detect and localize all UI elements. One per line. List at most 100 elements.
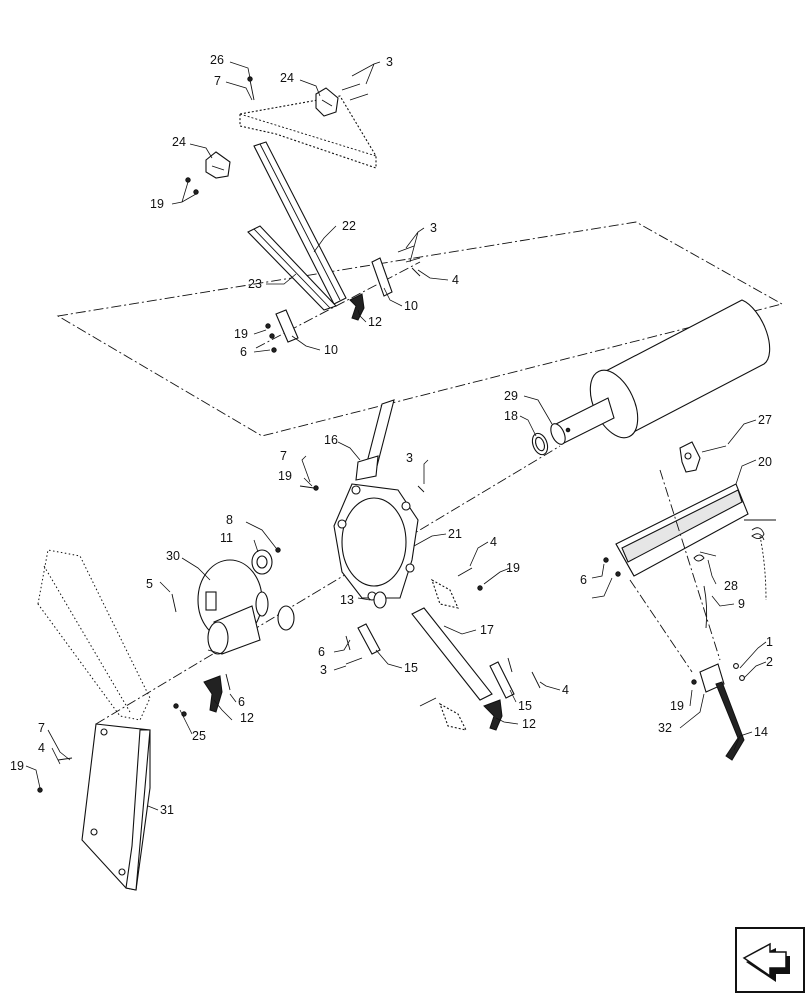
drive-chain	[37, 549, 151, 721]
leader-lines	[25, 61, 767, 811]
bolt-26	[247, 76, 255, 101]
callout: 11	[220, 531, 233, 545]
callout: 16	[324, 433, 338, 447]
callout: 29	[504, 389, 518, 403]
spacer-stack-mid	[431, 578, 459, 609]
gear-hub-small	[277, 605, 295, 631]
callout: 19	[234, 327, 248, 341]
nuts-upper-left	[265, 323, 277, 353]
plate-15-right	[489, 661, 515, 699]
callout: 3	[386, 55, 393, 69]
roller-drum	[589, 299, 771, 439]
callout: 21	[448, 527, 462, 541]
callout: 4	[38, 741, 45, 755]
callout: 31	[160, 803, 174, 817]
bolt-8	[275, 547, 281, 553]
callout: 6	[240, 345, 247, 359]
callout: 13	[340, 593, 354, 607]
ring-18	[531, 432, 549, 456]
hub-30	[197, 559, 269, 655]
roller-shaft	[550, 397, 615, 445]
spring-right	[744, 519, 776, 601]
callout: 18	[504, 409, 518, 423]
callout: 26	[210, 53, 224, 67]
callout: 23	[248, 277, 262, 291]
bolts-upper-right	[397, 245, 421, 277]
callout: 10	[404, 299, 418, 313]
callout: 20	[758, 455, 772, 469]
scraper-20	[615, 483, 749, 577]
flange-21	[333, 483, 419, 601]
callout: 7	[280, 449, 287, 463]
callout: 19	[670, 699, 684, 713]
bolt-3-mid	[417, 485, 425, 493]
spacer-13	[373, 591, 387, 609]
callout: 6	[580, 573, 587, 587]
callout: 1	[766, 635, 773, 649]
bolt-5	[171, 593, 177, 613]
bracket-27	[679, 441, 727, 473]
callout: 4	[452, 273, 459, 287]
callout: 19	[506, 561, 520, 575]
callout: 6	[238, 695, 245, 709]
upright-16	[355, 399, 395, 481]
bolts-3-upper	[341, 83, 369, 101]
callout: 7	[214, 74, 221, 88]
callout: 3	[430, 221, 437, 235]
callout: 32	[658, 721, 672, 735]
callout: 14	[754, 725, 768, 739]
callout: 27	[758, 413, 772, 427]
next-page-arrow-icon[interactable]	[735, 927, 805, 993]
mount-bracket-left	[205, 151, 231, 179]
spacer-stack-low	[438, 702, 468, 731]
callout: 6	[318, 645, 325, 659]
callout: 10	[324, 343, 338, 357]
spring-28	[693, 551, 717, 629]
callout: 25	[192, 729, 206, 743]
nuts-19-upper	[185, 177, 199, 195]
callout: 4	[562, 683, 569, 697]
callout: 24	[280, 71, 294, 85]
callout: 2	[766, 655, 773, 669]
callout: 5	[146, 577, 153, 591]
callout: 12	[522, 717, 536, 731]
callout: 15	[404, 661, 418, 675]
callout: 8	[226, 513, 233, 527]
arm-17	[411, 607, 493, 701]
callout: 9	[738, 597, 745, 611]
callout: 30	[166, 549, 180, 563]
callout: 19	[10, 759, 24, 773]
nut-19-mid	[477, 585, 483, 591]
callout: 12	[368, 315, 382, 329]
lever-12-low	[483, 699, 503, 731]
lever-12-mid	[203, 675, 223, 713]
plate-10-left	[275, 309, 299, 343]
callout: 19	[150, 197, 164, 211]
mount-bracket-upper	[315, 87, 339, 117]
roller-plane-outline	[56, 221, 784, 437]
callout-labels: 26 7 24 3 24 19 22 3 4 23 10 12 19 6 10 …	[10, 53, 773, 817]
bearing-11	[251, 549, 273, 575]
callout: 22	[342, 219, 356, 233]
callout: 24	[172, 135, 186, 149]
callout: 17	[480, 623, 494, 637]
bolt-4-mid	[457, 567, 473, 577]
plate-10-right	[371, 257, 393, 297]
callout: 28	[724, 579, 738, 593]
fasteners-scraper	[603, 557, 621, 577]
side-panel-31	[81, 723, 151, 891]
plate-15-left	[357, 623, 381, 655]
callout: 3	[320, 663, 327, 677]
callout: 7	[38, 721, 45, 735]
top-cross-tube	[239, 95, 377, 169]
callout: 15	[518, 699, 532, 713]
callout: 4	[490, 535, 497, 549]
callout: 19	[278, 469, 292, 483]
pin-7-19-mid	[299, 485, 319, 491]
lever-12-upper	[349, 293, 365, 321]
callout: 3	[406, 451, 413, 465]
handle-14	[691, 663, 745, 761]
arm-tube-22	[253, 141, 347, 305]
